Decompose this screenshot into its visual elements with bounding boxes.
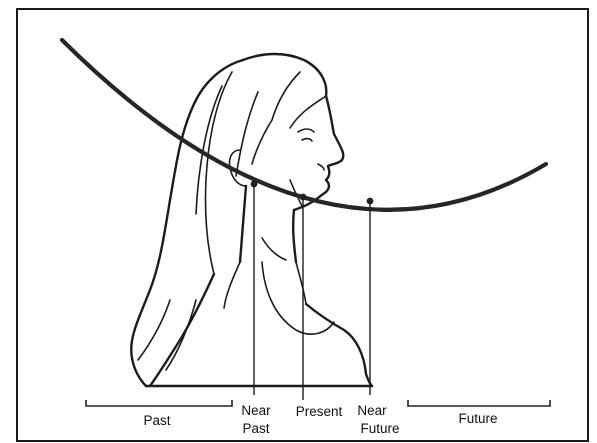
- near-past-marker: [251, 181, 258, 395]
- past-bracket: [86, 400, 232, 406]
- future-label: Future: [458, 411, 497, 426]
- near-future-label-line1: Near: [357, 403, 387, 418]
- near-past-label-line1: Near: [241, 403, 271, 418]
- past-label: Past: [143, 413, 170, 428]
- future-bracket: [408, 400, 550, 406]
- near-future-marker: [367, 198, 374, 395]
- timeline-arc: [62, 40, 546, 210]
- present-label: Present: [296, 404, 343, 419]
- near-past-label-line2: Past: [242, 421, 269, 436]
- near-future-label-line2: Future: [360, 421, 399, 436]
- woman-profile-illustration: [131, 54, 372, 386]
